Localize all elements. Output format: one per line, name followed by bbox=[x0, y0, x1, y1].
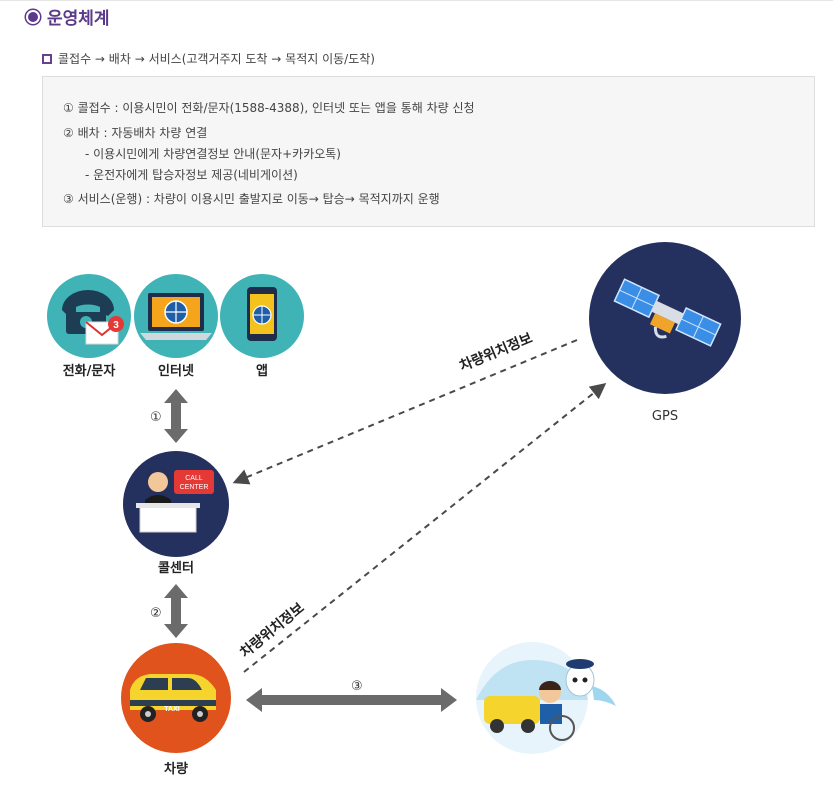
arrow-step2 bbox=[164, 584, 188, 638]
taxi-icon: TAXI bbox=[130, 674, 216, 722]
info-line-callintake: ① 콜접수 : 이용시민이 전화/문자(1588-4388), 인터넷 또는 앱… bbox=[63, 101, 475, 115]
call-sign-line2: CENTER bbox=[180, 484, 209, 491]
message-count-badge bbox=[108, 316, 124, 332]
info-box: ① 콜접수 : 이용시민이 전화/문자(1588-4388), 인터넷 또는 앱… bbox=[42, 76, 815, 227]
satellite-icon bbox=[613, 278, 722, 347]
label-phone: 전화/문자 bbox=[63, 363, 116, 379]
label-gps: GPS bbox=[652, 409, 678, 424]
arrow-step3 bbox=[246, 688, 457, 712]
laptop-globe-icon bbox=[140, 293, 212, 340]
step3-marker: ③ bbox=[351, 679, 363, 694]
vehicle-node: TAXI bbox=[121, 643, 231, 753]
smartphone-globe-icon bbox=[247, 287, 277, 341]
internet-node bbox=[134, 274, 218, 358]
label-vehicle: 차량 bbox=[164, 761, 188, 777]
process-summary-text: 콜접수 → 배차 → 서비스(고객거주지 도착 → 목적지 이동/도착) bbox=[58, 52, 375, 66]
gps-node bbox=[589, 242, 741, 394]
arrow-step1 bbox=[164, 389, 188, 443]
info-line-service: ③ 서비스(운행) : 차량이 이용시민 출발지로 이동→ 탑승→ 목적지까지 … bbox=[63, 192, 440, 206]
page-title: 운영체계 bbox=[28, 4, 110, 29]
info-line-dispatch-sub2: - 운전자에게 탑승자정보 제공(네비게이션) bbox=[85, 168, 298, 182]
passenger-illustration bbox=[476, 642, 616, 754]
label-app: 앱 bbox=[256, 364, 268, 379]
page-title-text: 운영체계 bbox=[47, 9, 110, 29]
bullet-circle-icon bbox=[28, 11, 38, 22]
step1-marker: ① bbox=[150, 410, 162, 425]
call-sign-line1: CALL bbox=[185, 475, 203, 482]
dashed-arrow-vehicle-to-gps bbox=[243, 383, 607, 673]
top-divider bbox=[0, 0, 833, 1]
callcenter-node: CALL CENTER bbox=[123, 451, 229, 557]
dashed-arrow-gps-to-callcenter bbox=[232, 339, 578, 485]
operator-icon bbox=[136, 468, 200, 533]
label-callcenter: 콜센터 bbox=[158, 560, 194, 576]
mascot-icon bbox=[565, 659, 616, 706]
app-node bbox=[220, 274, 304, 358]
car-icon bbox=[484, 696, 540, 724]
message-count-text: 3 bbox=[113, 320, 119, 331]
info-line-dispatch-sub1: - 이용시민에게 차량연결정보 안내(문자+카카오톡) bbox=[85, 147, 341, 161]
step2-marker: ② bbox=[150, 606, 162, 621]
taxi-text: TAXI bbox=[164, 706, 179, 713]
bullet-square-icon bbox=[42, 53, 52, 64]
info-line-dispatch: ② 배차 : 자동배차 차량 연결 bbox=[63, 126, 208, 140]
wheelchair-icon bbox=[549, 715, 575, 741]
process-summary: 콜접수 → 배차 → 서비스(고객거주지 도착 → 목적지 이동/도착) bbox=[42, 50, 375, 67]
phone-message-node: 3 bbox=[47, 274, 131, 358]
label-internet: 인터넷 bbox=[158, 363, 194, 379]
location-info-label-upper: 차량위치정보 bbox=[457, 329, 535, 374]
call-center-sign: CALL CENTER bbox=[174, 470, 214, 494]
